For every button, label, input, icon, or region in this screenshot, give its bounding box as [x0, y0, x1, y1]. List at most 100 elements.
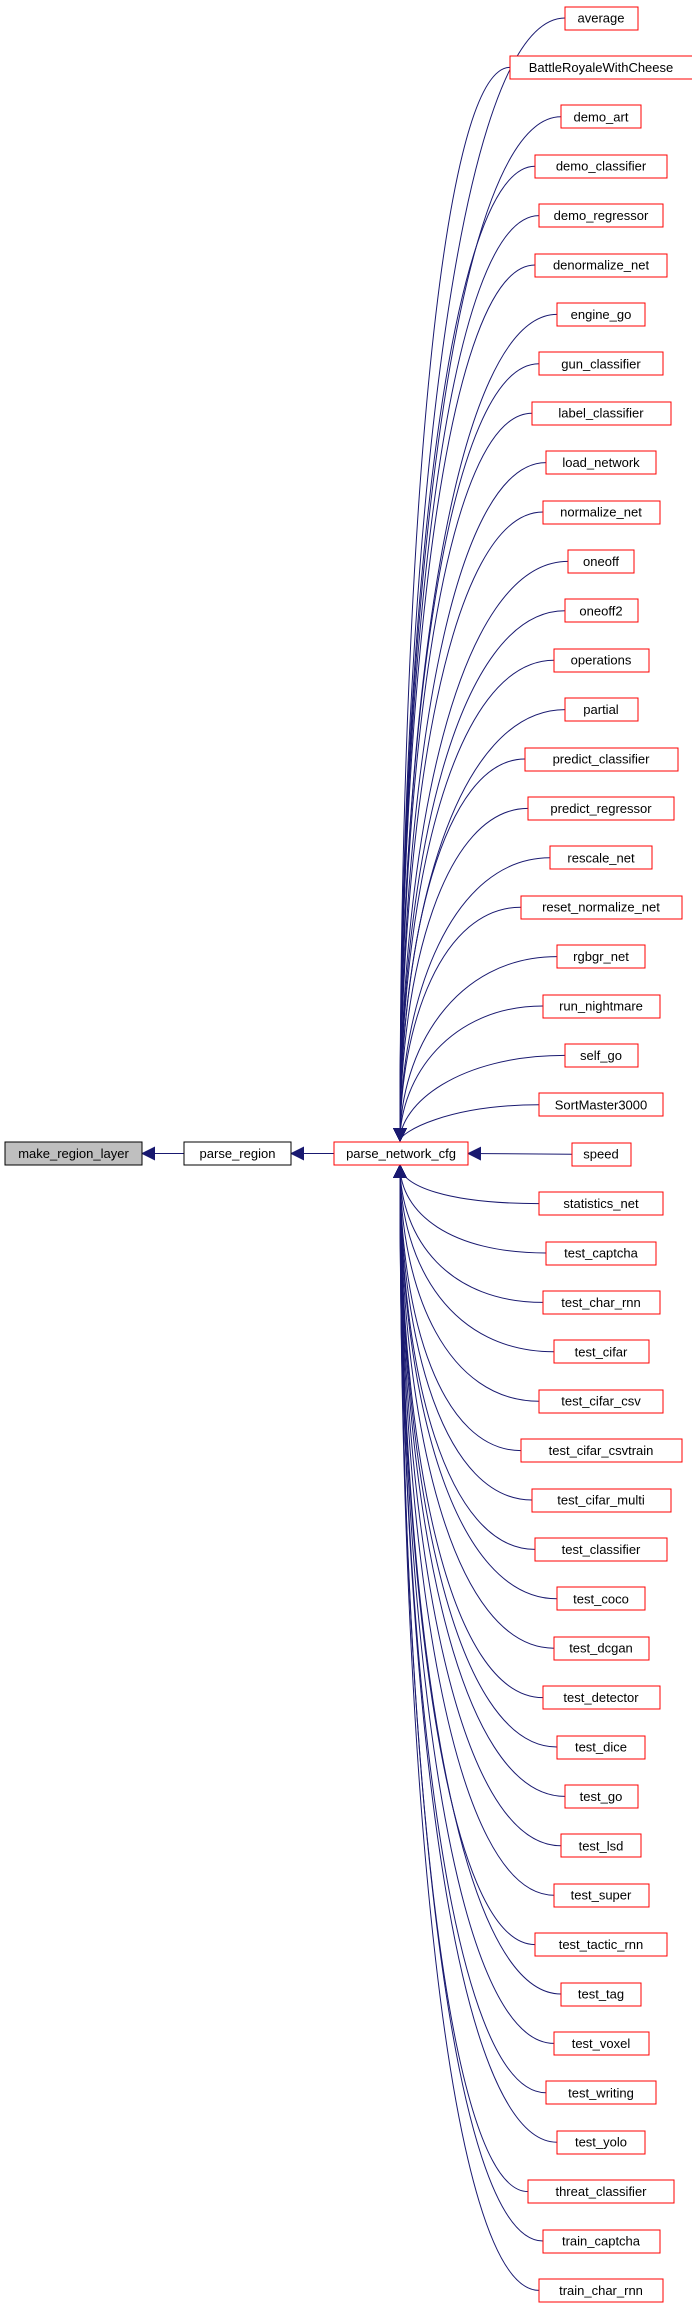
caller-node[interactable]: rescale_net: [549, 845, 653, 870]
caller-node-label: test_cifar_multi: [557, 1493, 645, 1508]
caller-node[interactable]: BattleRoyaleWithCheese: [509, 55, 692, 80]
node-box: [183, 1141, 292, 1166]
caller-node-box: [571, 1142, 632, 1167]
caller-node-label: train_char_rnn: [559, 2283, 643, 2298]
caller-node-box: [556, 1586, 646, 1611]
caller-node[interactable]: test_tag: [560, 1982, 642, 2007]
call-edge: [393, 1164, 533, 1501]
caller-node-label: SortMaster3000: [555, 1097, 648, 1112]
caller-node[interactable]: test_lsd: [560, 1833, 642, 1858]
caller-node[interactable]: operations: [553, 648, 650, 673]
caller-node[interactable]: self_go: [564, 1043, 639, 1068]
call-edge: [393, 264, 536, 1142]
call-edge: [393, 807, 529, 1142]
caller-node-box: [538, 203, 664, 228]
caller-node-label: test_detector: [563, 1690, 639, 1705]
caller-node[interactable]: demo_art: [560, 104, 642, 129]
caller-node[interactable]: average: [564, 6, 639, 31]
caller-node-label: predict_regressor: [550, 801, 652, 816]
call-edge: [393, 709, 566, 1142]
caller-node-label: denormalize_net: [553, 258, 650, 273]
node-parse-network-cfg[interactable]: parse_network_cfg: [333, 1141, 469, 1166]
caller-node[interactable]: test_dice: [556, 1735, 646, 1760]
caller-node-label: run_nightmare: [559, 999, 643, 1014]
caller-node[interactable]: test_cifar_multi: [531, 1488, 672, 1513]
caller-node-box: [527, 2179, 675, 2204]
caller-node[interactable]: threat_classifier: [527, 2179, 675, 2204]
caller-node[interactable]: test_yolo: [556, 2130, 646, 2155]
caller-node-label: test_go: [580, 1789, 623, 1804]
call-edge: [393, 1164, 555, 1649]
caller-node-box: [520, 1438, 683, 1463]
node-label: parse_network_cfg: [346, 1146, 456, 1161]
caller-node-box: [556, 302, 646, 327]
caller-node-box: [549, 845, 653, 870]
caller-node[interactable]: SortMaster3000: [538, 1092, 664, 1117]
caller-node-box: [553, 1636, 650, 1661]
caller-node-box: [560, 1982, 642, 2007]
caller-node-box: [556, 1735, 646, 1760]
caller-node-box: [538, 1191, 664, 1216]
caller-node[interactable]: gun_classifier: [538, 351, 664, 376]
root-node-make-region-layer[interactable]: make_region_layer: [4, 1141, 143, 1166]
caller-node-label: test_yolo: [575, 2135, 627, 2150]
caller-node[interactable]: label_classifier: [531, 401, 672, 426]
call-edge: [393, 1164, 540, 1205]
call-edge: [393, 215, 540, 1142]
caller-node[interactable]: train_captcha: [542, 2229, 661, 2254]
caller-node[interactable]: predict_classifier: [524, 747, 679, 772]
caller-node-label: rescale_net: [567, 850, 635, 865]
call-edge: [393, 1164, 540, 2291]
caller-node[interactable]: test_cifar_csvtrain: [520, 1438, 683, 1463]
caller-node-box: [567, 549, 635, 574]
caller-node[interactable]: test_detector: [542, 1685, 661, 1710]
caller-node-box: [534, 154, 668, 179]
caller-node-box: [564, 1043, 639, 1068]
caller-node[interactable]: test_tactic_rnn: [534, 1932, 668, 1957]
caller-node[interactable]: rgbgr_net: [556, 944, 646, 969]
caller-node[interactable]: test_char_rnn: [542, 1290, 661, 1315]
caller-node[interactable]: run_nightmare: [542, 994, 661, 1019]
caller-node[interactable]: test_coco: [556, 1586, 646, 1611]
caller-node-box: [545, 450, 657, 475]
caller-node[interactable]: test_classifier: [534, 1537, 668, 1562]
caller-node[interactable]: predict_regressor: [527, 796, 675, 821]
caller-node[interactable]: test_cifar: [553, 1339, 650, 1364]
caller-node[interactable]: test_writing: [545, 2080, 657, 2105]
caller-node[interactable]: load_network: [545, 450, 657, 475]
caller-node[interactable]: partial: [564, 697, 639, 722]
caller-node-box: [553, 2031, 650, 2056]
call-edge: [393, 1005, 544, 1142]
caller-node[interactable]: denormalize_net: [534, 253, 668, 278]
call-edge: [393, 1164, 529, 2193]
caller-node[interactable]: train_char_rnn: [538, 2278, 664, 2303]
caller-node-box: [542, 2229, 661, 2254]
node-parse-region[interactable]: parse_region: [183, 1141, 292, 1166]
caller-node-box: [564, 6, 639, 31]
caller-node[interactable]: engine_go: [556, 302, 646, 327]
call-edge: [393, 1164, 540, 1402]
caller-node[interactable]: test_voxel: [553, 2031, 650, 2056]
call-nodes: make_region_layer parse_region parse_net…: [4, 6, 692, 2303]
caller-node[interactable]: test_super: [553, 1883, 650, 1908]
caller-node[interactable]: speed: [571, 1142, 632, 1167]
caller-node[interactable]: oneoff2: [564, 598, 639, 623]
caller-node[interactable]: normalize_net: [542, 500, 661, 525]
caller-node[interactable]: test_captcha: [545, 1241, 657, 1266]
caller-node-label: predict_classifier: [553, 752, 650, 767]
caller-node[interactable]: test_go: [564, 1784, 639, 1809]
caller-node[interactable]: oneoff: [567, 549, 635, 574]
caller-node[interactable]: demo_regressor: [538, 203, 664, 228]
caller-node-label: average: [578, 11, 625, 26]
caller-node-box: [542, 1685, 661, 1710]
caller-node-label: gun_classifier: [561, 356, 641, 371]
caller-node-label: test_voxel: [572, 2036, 631, 2051]
caller-node[interactable]: statistics_net: [538, 1191, 664, 1216]
caller-node[interactable]: test_cifar_csv: [538, 1389, 664, 1414]
caller-node[interactable]: demo_classifier: [534, 154, 668, 179]
call-edge: [393, 1164, 562, 1995]
caller-node[interactable]: test_dcgan: [553, 1636, 650, 1661]
caller-node-label: test_captcha: [564, 1246, 638, 1261]
caller-node[interactable]: reset_normalize_net: [520, 895, 683, 920]
